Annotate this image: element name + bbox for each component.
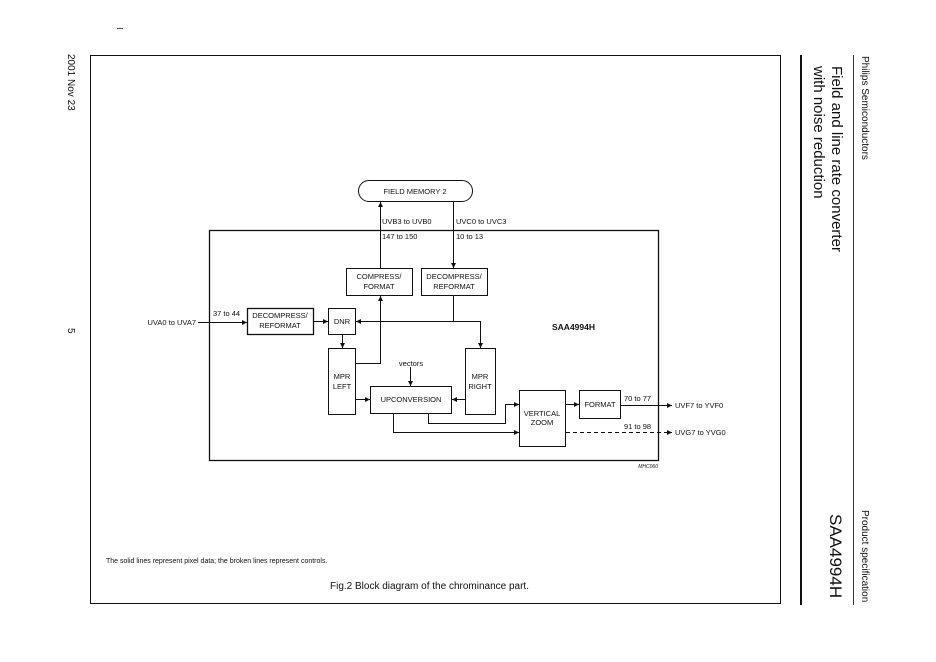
format-label: FORMAT bbox=[584, 400, 616, 409]
decompress-reformat-top-block bbox=[421, 268, 488, 296]
mprleft-to-compress-line bbox=[355, 296, 383, 364]
compress-format-block bbox=[346, 268, 413, 296]
header-rule-thick bbox=[800, 55, 802, 605]
uvb-pins-label: 147 to 150 bbox=[382, 232, 417, 241]
mpr-right-label-2: RIGHT bbox=[468, 382, 492, 391]
field-memory-block bbox=[358, 180, 473, 202]
figure-frame bbox=[90, 55, 781, 604]
page-mark bbox=[117, 28, 123, 29]
decomp-top-label-1: DECOMPRESS/ bbox=[426, 272, 482, 281]
decomp-top-label-2: REFORMAT bbox=[433, 282, 475, 291]
field-memory-label: FIELD MEMORY 2 bbox=[383, 187, 446, 196]
junction-to-mprright-line bbox=[453, 321, 483, 348]
vertical-zoom-block bbox=[519, 390, 566, 447]
uvf-signal-label: UVF7 to YVF0 bbox=[675, 401, 723, 410]
vectors-label: vectors bbox=[399, 359, 423, 368]
format-block bbox=[579, 390, 621, 419]
uvb-signal-label: UVB3 to UVB0 bbox=[382, 217, 432, 226]
mpr-right-block bbox=[465, 348, 496, 415]
upconv-to-vzoom-line1 bbox=[428, 402, 519, 424]
uvg-signal-label: UVG7 to YVG0 bbox=[675, 428, 726, 437]
uvg-pins-label: 91 to 98 bbox=[624, 422, 651, 431]
mpr-left-block bbox=[328, 348, 356, 415]
compress-label-2: FORMAT bbox=[363, 282, 395, 291]
figure-code: MHC060 bbox=[638, 464, 658, 470]
chip-label: SAA4994H bbox=[552, 322, 595, 332]
mpr-left-label-2: LEFT bbox=[333, 382, 352, 391]
uva-pins-label: 37 to 44 bbox=[213, 309, 240, 318]
upconversion-label: UPCONVERSION bbox=[381, 395, 442, 404]
upconversion-block bbox=[370, 386, 452, 414]
uva-signal-label: UVA0 to UVA7 bbox=[148, 318, 197, 327]
vzoom-label-2: ZOOM bbox=[531, 418, 554, 427]
dnr-label: DNR bbox=[334, 317, 351, 326]
uvc-signal-label: UVC0 to UVC3 bbox=[456, 217, 506, 226]
mpr-right-label-1: MPR bbox=[472, 372, 489, 381]
decomp-left-label-2: REFORMAT bbox=[259, 321, 301, 330]
compress-label-1: COMPRESS/ bbox=[356, 272, 402, 281]
mpr-left-label-1: MPR bbox=[334, 372, 351, 381]
header-rule-thin bbox=[853, 55, 854, 605]
uvc-pins-label: 10 to 13 bbox=[456, 232, 483, 241]
uvf-pins-label: 70 to 77 bbox=[624, 394, 651, 403]
decomp-left-label-1: DECOMPRESS/ bbox=[252, 311, 308, 320]
chip-outline bbox=[208, 229, 660, 462]
upconv-to-vzoom-line2 bbox=[393, 413, 519, 435]
figure-note: The solid lines represent pixel data; th… bbox=[106, 558, 327, 565]
figure-caption: Fig.2 Block diagram of the chrominance p… bbox=[330, 581, 529, 592]
vzoom-label-1: VERTICAL bbox=[524, 409, 561, 418]
